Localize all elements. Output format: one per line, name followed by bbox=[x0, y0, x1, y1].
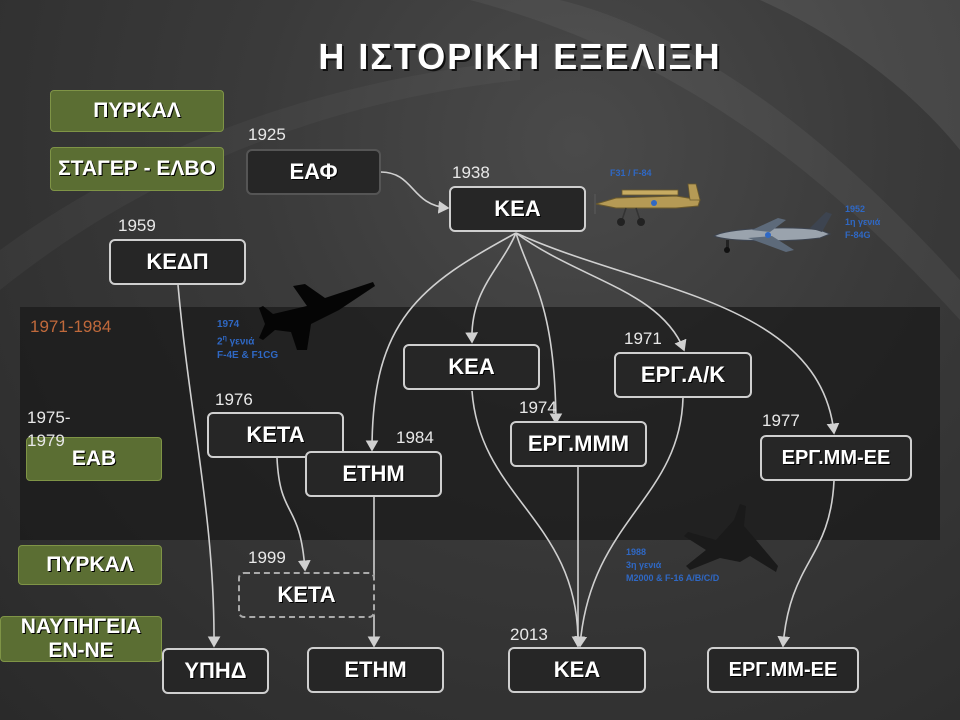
year-1959: 1959 bbox=[118, 216, 156, 235]
link-kedp-yphd bbox=[177, 284, 221, 648]
box-erg-mmm: ΕΡΓ.ΜΜΜ bbox=[510, 421, 647, 467]
link-kea-ergmmm bbox=[515, 232, 563, 425]
note-1988-types: M2000 & F-16 A/B/C/D bbox=[626, 573, 720, 583]
box-ethm-2013: ΕΤΗΜ bbox=[307, 647, 444, 693]
note-1974-gen-sup: η bbox=[222, 335, 227, 342]
box-eaf: ΕΑΦ bbox=[246, 149, 381, 195]
note-1974-gen-num: 2 bbox=[217, 336, 223, 348]
link-keta-keta1999 bbox=[276, 457, 311, 572]
box-erg-mmee-2013: ΕΡΓ.ΜΜ-ΕΕ bbox=[707, 647, 859, 693]
note-1974-year: 1974 bbox=[217, 319, 240, 330]
year-1971: 1971 bbox=[624, 329, 662, 348]
link-kea-keamid bbox=[465, 232, 517, 344]
note-1974-gen2: 1974 2η γενιά F-4E & F1CG bbox=[217, 318, 278, 363]
note-1988-generation: 3η γενιά bbox=[626, 560, 662, 570]
box-kea-mid: ΚΕΑ bbox=[403, 344, 540, 390]
link-keamid-kea2013 bbox=[471, 390, 585, 648]
page-title: Η ΙΣΤΟΡΙΚΗ ΕΞΕΛΙΞΗ bbox=[318, 36, 722, 77]
year-1925: 1925 bbox=[248, 125, 286, 144]
link-kea-ergmmee bbox=[515, 232, 840, 435]
jet-f16-silhouette-icon bbox=[684, 504, 778, 572]
box-ethm-1984: ΕΤΗΜ bbox=[305, 451, 442, 497]
link-eaf-kea bbox=[379, 171, 450, 214]
biplane-icon bbox=[594, 183, 701, 226]
note-1952-generation: 1η γενιά bbox=[845, 217, 881, 227]
note-1952-year: 1952 bbox=[845, 204, 866, 214]
box-yphd: ΥΠΗΔ bbox=[162, 648, 269, 694]
tag-pyrkal-bottom: ΠΥΡΚΑΛ bbox=[18, 545, 162, 585]
tag-stager-elvo: ΣΤΑΓΕΡ - ΕΛΒΟ bbox=[50, 147, 224, 191]
note-plane1: F31 / F-84 bbox=[610, 168, 652, 178]
jet-f84-icon bbox=[712, 212, 832, 253]
year-1977: 1977 bbox=[762, 411, 800, 430]
box-erg-mmee-1977: ΕΡΓ.ΜΜ-ΕΕ bbox=[760, 435, 912, 481]
link-kea-ethm bbox=[365, 232, 517, 452]
year-1974: 1974 bbox=[519, 398, 557, 417]
box-keta-1976: ΚΕΤΑ bbox=[207, 412, 344, 458]
box-keta-1999: ΚΕΤΑ bbox=[238, 572, 375, 618]
tag-pyrkal-top: ΠΥΡΚΑΛ bbox=[50, 90, 224, 132]
period-label: 1971-1984 bbox=[30, 317, 112, 336]
note-1952-gen1: 1952 1η γενιά F-84G bbox=[845, 203, 880, 242]
link-ergmmee-ergmmee2013 bbox=[777, 480, 835, 648]
tag-eav: ΕΑΒ bbox=[26, 437, 162, 481]
tag-nafpigeia: ΝΑΥΠΗΓΕΙΑ ΕΝ-ΝΕ bbox=[0, 615, 162, 662]
note-1952-type: F-84G bbox=[845, 230, 871, 240]
link-kea-ergak bbox=[515, 232, 687, 352]
year-1999: 1999 bbox=[248, 548, 286, 567]
year-1938: 1938 bbox=[452, 163, 490, 182]
note-1988-gen3: 1988 3η γενιά M2000 & F-16 A/B/C/D bbox=[626, 546, 719, 585]
note-1974-types: F-4E & F1CG bbox=[217, 350, 279, 362]
year-1976: 1976 bbox=[215, 390, 253, 409]
box-erg-ak: ΕΡΓ.Α/Κ bbox=[614, 352, 752, 398]
year-1975: 1975- bbox=[27, 408, 71, 427]
box-kea-2013: ΚΕΑ bbox=[508, 647, 646, 693]
link-ergak-kea2013 bbox=[574, 397, 684, 648]
note-1974-generation: 2η γενιά bbox=[217, 332, 278, 349]
note-1974-gen-word: γενιά bbox=[226, 336, 255, 348]
box-kea-1938: ΚΕΑ bbox=[449, 186, 586, 232]
year-1979: 1979 bbox=[27, 431, 65, 450]
jet-f4-silhouette-icon bbox=[259, 282, 375, 350]
box-kedp: ΚΕΔΠ bbox=[109, 239, 246, 285]
year-1984: 1984 bbox=[396, 428, 434, 447]
year-2013: 2013 bbox=[510, 625, 548, 644]
note-1988-year: 1988 bbox=[626, 547, 647, 557]
